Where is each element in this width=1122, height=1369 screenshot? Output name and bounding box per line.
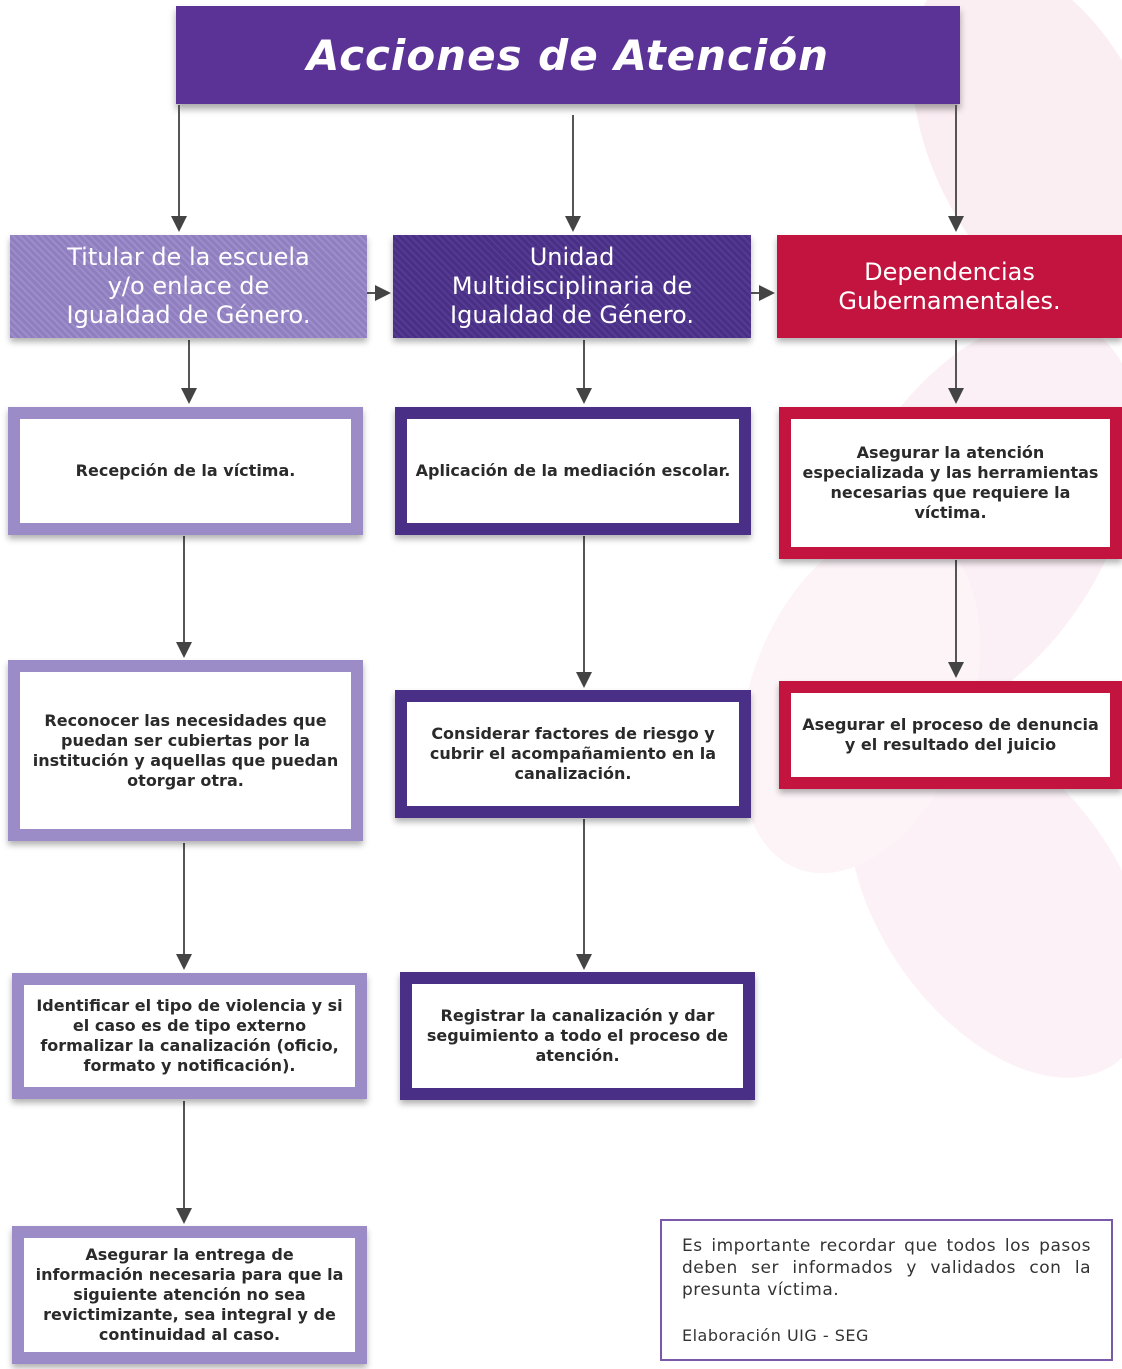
step-box: Reconocer las necesidades que puedan ser… (8, 660, 363, 841)
step-box: Registrar la canalización y dar seguimie… (400, 972, 755, 1100)
column-header-unit: Unidad Multidisciplinaria de Igualdad de… (393, 235, 751, 338)
column-header-government: Dependencias Gubernamentales. (777, 235, 1122, 338)
step-box: Recepción de la víctima. (8, 407, 363, 535)
credit-text: Elaboración UIG - SEG (682, 1326, 869, 1345)
step-box: Asegurar el proceso de denuncia y el res… (779, 681, 1122, 789)
diagram-title: Acciones de Atención (176, 6, 960, 104)
note-text: Es importante recordar que todos los pas… (682, 1236, 1091, 1300)
step-box: Asegurar la atención especializada y las… (779, 407, 1122, 559)
column-header-school: Titular de la escuela y/o enlace de Igua… (10, 235, 367, 338)
step-box: Identificar el tipo de violencia y si el… (12, 973, 367, 1099)
step-box: Asegurar la entrega de información neces… (12, 1226, 367, 1364)
step-box: Aplicación de la mediación escolar. (395, 407, 751, 535)
note-box: Es importante recordar que todos los pas… (660, 1219, 1113, 1361)
diagram-title-text: Acciones de Atención (306, 30, 830, 80)
step-box: Considerar factores de riesgo y cubrir e… (395, 690, 751, 818)
